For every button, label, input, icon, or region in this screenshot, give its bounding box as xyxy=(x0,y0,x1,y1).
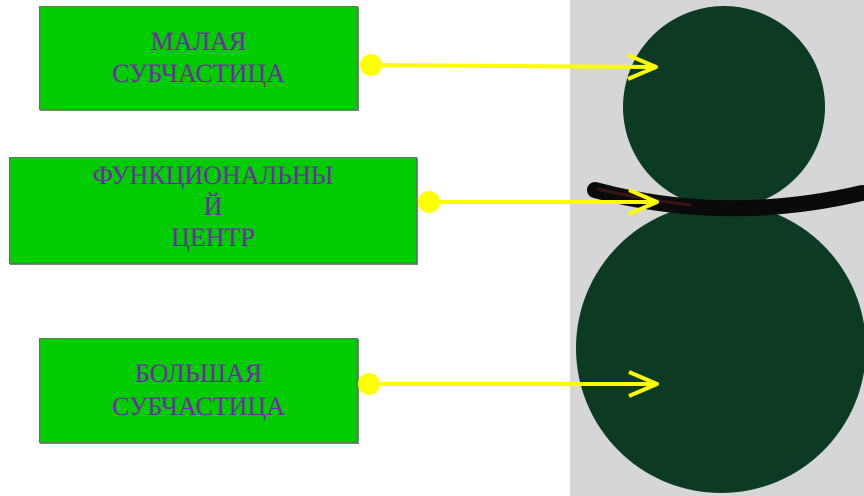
small-subunit-shape xyxy=(623,6,825,208)
large-subunit-label-box: БОЛЬШАЯ СУБЧАСТИЦА xyxy=(39,338,358,443)
functional-center-band-highlight xyxy=(596,187,692,207)
small-subunit-pointer-dot xyxy=(360,54,382,76)
functional-center-band xyxy=(587,182,864,217)
small-subunit-pointer-arrow xyxy=(370,63,657,69)
small-subunit-label: МАЛАЯ СУБЧАСТИЦА xyxy=(112,26,285,89)
small-subunit-label-box: МАЛАЯ СУБЧАСТИЦА xyxy=(39,6,358,110)
small-subunit-arrowhead xyxy=(627,53,658,81)
large-subunit-label: БОЛЬШАЯ СУБЧАСТИЦА xyxy=(112,359,285,421)
functional-center-label: ФУНКЦИОНАЛЬНЫ Й ЦЕНТР xyxy=(92,160,334,253)
large-subunit-arrowhead xyxy=(628,370,659,398)
large-subunit-shape xyxy=(576,203,864,493)
functional-center-label-box: ФУНКЦИОНАЛЬНЫ Й ЦЕНТР xyxy=(9,157,417,264)
functional-center-arrowhead xyxy=(628,188,659,216)
